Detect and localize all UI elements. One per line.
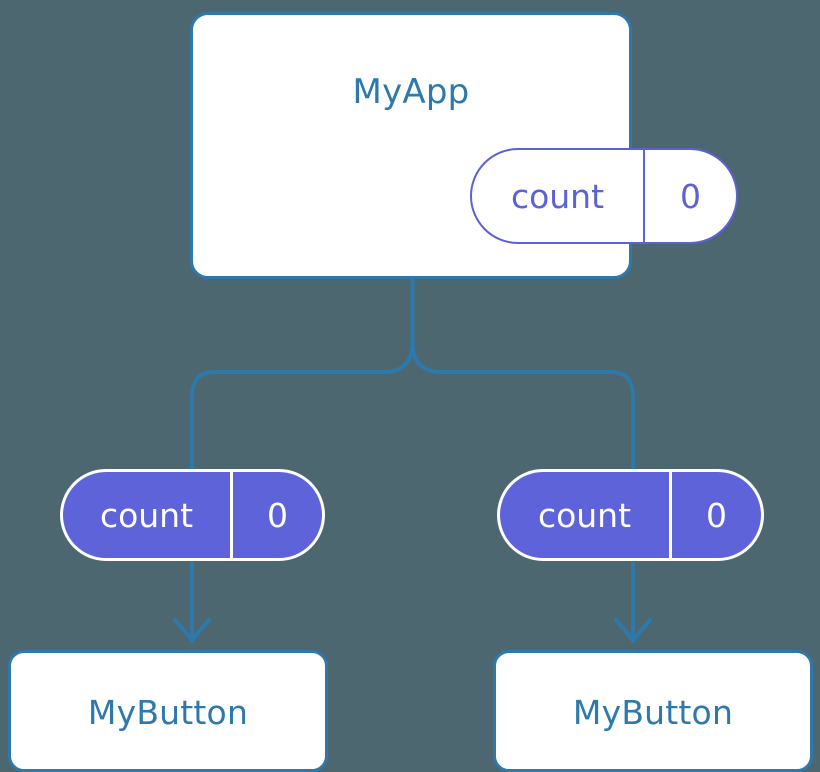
button-component-left-box[interactable]: MyButton [8, 650, 328, 772]
connector-split-left [190, 342, 415, 472]
app-state-pill[interactable]: count 0 [470, 148, 738, 244]
app-state-key: count [472, 150, 645, 242]
app-component-label: MyApp [352, 72, 470, 112]
button-component-left-label: MyButton [87, 693, 249, 732]
button-component-right-box[interactable]: MyButton [493, 650, 813, 772]
right-state-pill[interactable]: count 0 [497, 469, 764, 561]
connector-split-right [410, 342, 635, 472]
button-component-right-label: MyButton [572, 693, 734, 732]
right-state-key: count [500, 472, 672, 558]
right-state-value: 0 [706, 495, 727, 535]
left-state-key: count [63, 472, 233, 558]
app-state-value: 0 [680, 176, 701, 216]
arrowhead-left-icon [173, 618, 211, 642]
arrowhead-right-icon [614, 618, 652, 642]
left-state-pill[interactable]: count 0 [60, 469, 325, 561]
app-component-box[interactable]: MyApp count 0 [190, 12, 738, 279]
left-state-value: 0 [267, 495, 288, 535]
